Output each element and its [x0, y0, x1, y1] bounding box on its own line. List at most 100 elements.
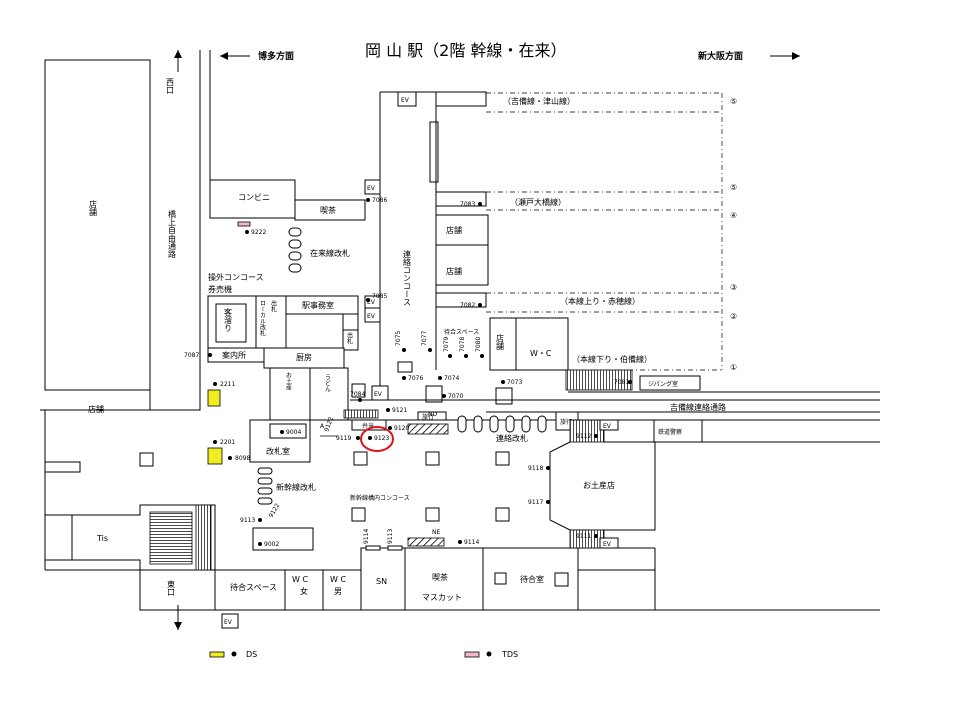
local-ticket-label: ローカル改札 — [259, 300, 266, 337]
camera-id: 7084 — [350, 391, 365, 398]
camera-id: 9114 — [464, 539, 479, 546]
concourse-pillars — [351, 451, 510, 522]
ne-label: NE — [432, 529, 440, 536]
camera-id: 9121 — [392, 407, 407, 414]
konbini-block — [209, 179, 296, 219]
camera-id: 9113 — [387, 529, 394, 544]
muscat-label: マスカット — [422, 593, 462, 602]
shutsu-satsu-label: 出札 — [270, 299, 277, 313]
camera-id: 9111 — [576, 533, 591, 540]
track-5b-number: ⑤ — [730, 183, 737, 192]
wc-male-block — [322, 569, 362, 611]
machiai1-label: 待合スペース — [444, 328, 479, 336]
wc-male-label-2: 男 — [334, 587, 342, 596]
ev-label: EV — [367, 313, 376, 320]
wc-mid-block — [515, 317, 569, 371]
west-exit-arrow — [174, 50, 182, 72]
camera-id: 7078 — [459, 337, 466, 352]
annai-label: 案内所 — [222, 350, 246, 360]
ev-label: EV — [367, 299, 376, 306]
udon-block — [309, 367, 349, 421]
camera-id: 9113 — [240, 517, 255, 524]
kissa-top-block — [294, 199, 366, 221]
renraku-gate-pills — [457, 415, 547, 433]
sn-label: SN — [376, 577, 387, 586]
machiai2-label: 待合スペース — [230, 582, 277, 592]
track-4-number: ④ — [730, 211, 737, 220]
stair-tis — [149, 511, 193, 565]
camera-id: 7079 — [443, 337, 450, 352]
ds-marker — [207, 389, 221, 407]
camera-id: 9004 — [286, 429, 301, 436]
camera-id: 9118 — [528, 465, 543, 472]
west-exit-label: 西口 — [166, 78, 175, 94]
omiyage-store-label: お土産店 — [583, 480, 615, 490]
track-5-name: （吉備線・津山線） — [503, 96, 575, 106]
tis-area — [45, 504, 216, 571]
ticket-machine-label: 券売機 — [208, 284, 232, 294]
camera-id: 7083 — [460, 201, 475, 208]
shop-left-label: 店舗 — [89, 199, 98, 217]
renraku-concourse-label: 連絡コンコース — [403, 249, 412, 306]
jipangu-label: ジパング室 — [648, 380, 678, 388]
track-3-name: （本線上り・赤穂線） — [560, 296, 640, 306]
eki-jimu-label: 駅事務室 — [302, 300, 334, 310]
ev-bottom — [221, 613, 239, 629]
camera-id-highlighted: 9123 — [374, 435, 389, 442]
track-3-number: ③ — [730, 283, 737, 292]
pillar — [139, 452, 154, 467]
kissa-top-label: 喫茶 — [320, 205, 336, 215]
shop-small-block — [489, 317, 517, 371]
wc-mid-label: W・C — [530, 349, 552, 358]
kaisatsu-label: 改札室 — [266, 446, 290, 456]
kibi-passage-label: 吉備線連絡通路 — [670, 402, 726, 412]
direction-left-label: 博多方面 — [258, 50, 294, 62]
ryokou-block — [417, 411, 447, 421]
legend-ds-label: DS — [246, 650, 257, 659]
wc-female-label-2: 女 — [300, 586, 308, 596]
track-2-number: ② — [730, 312, 737, 321]
renraku-gate-label: 連絡改札 — [496, 433, 528, 443]
track-1-number: ① — [730, 363, 737, 372]
wc-male-label: W C — [330, 575, 346, 584]
bento-block — [351, 419, 387, 431]
legend-tds-label: TDS — [501, 650, 518, 659]
area-a-label: A — [320, 423, 325, 430]
camera-id: 9119 — [336, 435, 351, 442]
camera-id: 9002 — [264, 541, 279, 548]
camera-id: 7077 — [421, 331, 428, 346]
camera-id: 7076 — [408, 375, 423, 382]
camera-id: 9114 — [363, 529, 370, 544]
camera-id: 7074 — [444, 375, 459, 382]
shinkansen-gate-pills — [257, 467, 273, 505]
pillar — [494, 572, 507, 585]
stair-small — [343, 409, 379, 419]
ev-label: EV — [367, 185, 376, 192]
shinkansen-ticket-label: 新幹線改札 — [276, 482, 316, 492]
shop-left-block — [44, 59, 151, 391]
shop-mid1-block — [435, 214, 489, 246]
outer-concourse-label: 操外コンコース — [208, 272, 264, 282]
stair-track5 — [435, 91, 487, 107]
kissa-bottom-label: 喫茶 — [432, 572, 448, 582]
direction-right-label: 新大阪方面 — [698, 50, 743, 62]
stair-left — [44, 461, 81, 473]
camera-id: 7081 — [614, 379, 629, 386]
wc-female-label: W C — [292, 575, 308, 584]
tis-label: Tis — [96, 534, 108, 543]
camera-id: 9122 — [268, 502, 282, 519]
legend-ds-swatch — [209, 651, 225, 658]
camera-id: 7070 — [448, 393, 463, 400]
wc-female-block — [284, 569, 324, 611]
camera-id: 7073 — [507, 379, 522, 386]
east-exit-arrow — [174, 605, 182, 630]
track-5-number: ⑤ — [730, 97, 737, 106]
camera-id: 7080 — [475, 337, 482, 352]
omiyage-small-label: お土産 — [285, 372, 292, 391]
camera-id: 9117 — [528, 499, 543, 506]
camera-id: 7085 — [372, 293, 387, 300]
udon-label: うどん — [324, 374, 331, 392]
highlight-circle — [360, 426, 394, 452]
zairai-ticket-label: 在来線改札 — [310, 248, 350, 258]
ev-label: EV — [603, 423, 612, 430]
